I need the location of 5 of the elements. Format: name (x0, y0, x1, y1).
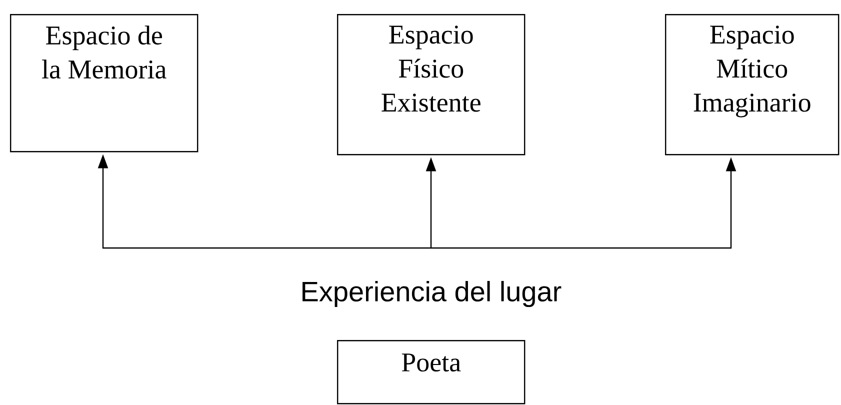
caption-text: Experiencia del lugar (302, 280, 562, 308)
process-box: Espacio Físico Existente (337, 14, 526, 156)
process-box: Espacio Mítico Imaginario (665, 14, 840, 156)
process-box: Poeta (337, 340, 526, 404)
process-box: Espacio de la Memoria (10, 14, 198, 152)
